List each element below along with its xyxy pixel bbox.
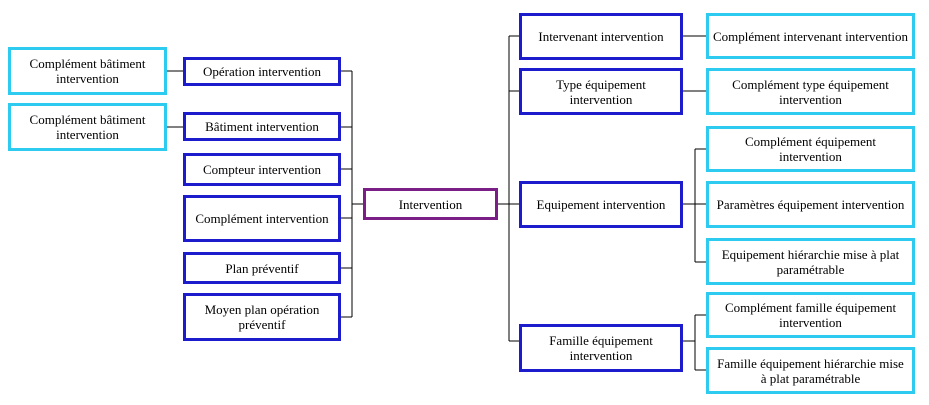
node-label: Complément intervention — [195, 211, 329, 226]
node-label: Opération intervention — [202, 64, 322, 79]
famille-equipement-hierarchie-node: Famille équipement hiérarchie mise à pla… — [706, 347, 915, 394]
complement-batiment-node: Complément bâtiment intervention — [8, 103, 167, 151]
node-label: Complément équipement intervention — [744, 134, 877, 164]
node-label: Plan préventif — [225, 260, 299, 276]
node-label: Complément bâtiment intervention — [29, 56, 146, 86]
node-label: Famille équipement intervention — [549, 333, 653, 363]
complement-famille-equipement-node: Complément famille équipement interventi… — [706, 292, 915, 338]
node-label: Complément type équipement intervention — [732, 76, 889, 107]
node-label: Type équipement intervention — [556, 76, 646, 107]
node-label: Famille équipement hiérarchie mise à pla… — [717, 355, 904, 386]
node-label: Equipement intervention — [536, 197, 666, 212]
node-label: Complément intervenant intervention — [713, 28, 908, 44]
complement-intervenant-node: Complément intervenant intervention — [706, 13, 915, 59]
node-label: Bâtiment intervention — [205, 119, 319, 134]
node-label: Intervention — [398, 196, 463, 212]
node-label: Complément famille équipement interventi… — [724, 300, 897, 330]
node-label: Complément bâtiment intervention — [29, 112, 146, 142]
complement-type-equipement-node: Complément type équipement intervention — [706, 68, 915, 115]
plan-preventif-node: Plan préventif — [183, 252, 341, 284]
node-label: Intervenant intervention — [538, 29, 664, 44]
operation-intervention-node: Opération intervention — [183, 57, 341, 86]
complement-intervention-node: Complément intervention — [183, 195, 341, 242]
node-label: Moyen plan opération préventif — [204, 302, 320, 332]
node-label: Equipement hiérarchie mise à plat paramé… — [721, 246, 900, 277]
node-label: Compteur intervention — [202, 162, 322, 177]
parametres-equipement-node: Paramètres équipement intervention — [706, 181, 915, 228]
node-label: Paramètres équipement intervention — [716, 197, 905, 212]
type-equipement-intervention-node: Type équipement intervention — [519, 68, 683, 115]
compteur-intervention-node: Compteur intervention — [183, 153, 341, 186]
complement-batiment-operation-node: Complément bâtiment intervention — [8, 47, 167, 95]
batiment-intervention-node: Bâtiment intervention — [183, 112, 341, 141]
equipement-hierarchie-node: Equipement hiérarchie mise à plat paramé… — [706, 238, 915, 285]
intervenant-intervention-node: Intervenant intervention — [519, 13, 683, 60]
intervention-root-node: Intervention — [363, 188, 498, 220]
famille-equipement-intervention-node: Famille équipement intervention — [519, 324, 683, 372]
equipement-intervention-node: Equipement intervention — [519, 181, 683, 228]
moyen-plan-operation-preventif-node: Moyen plan opération préventif — [183, 293, 341, 341]
complement-equipement-node: Complément équipement intervention — [706, 126, 915, 172]
